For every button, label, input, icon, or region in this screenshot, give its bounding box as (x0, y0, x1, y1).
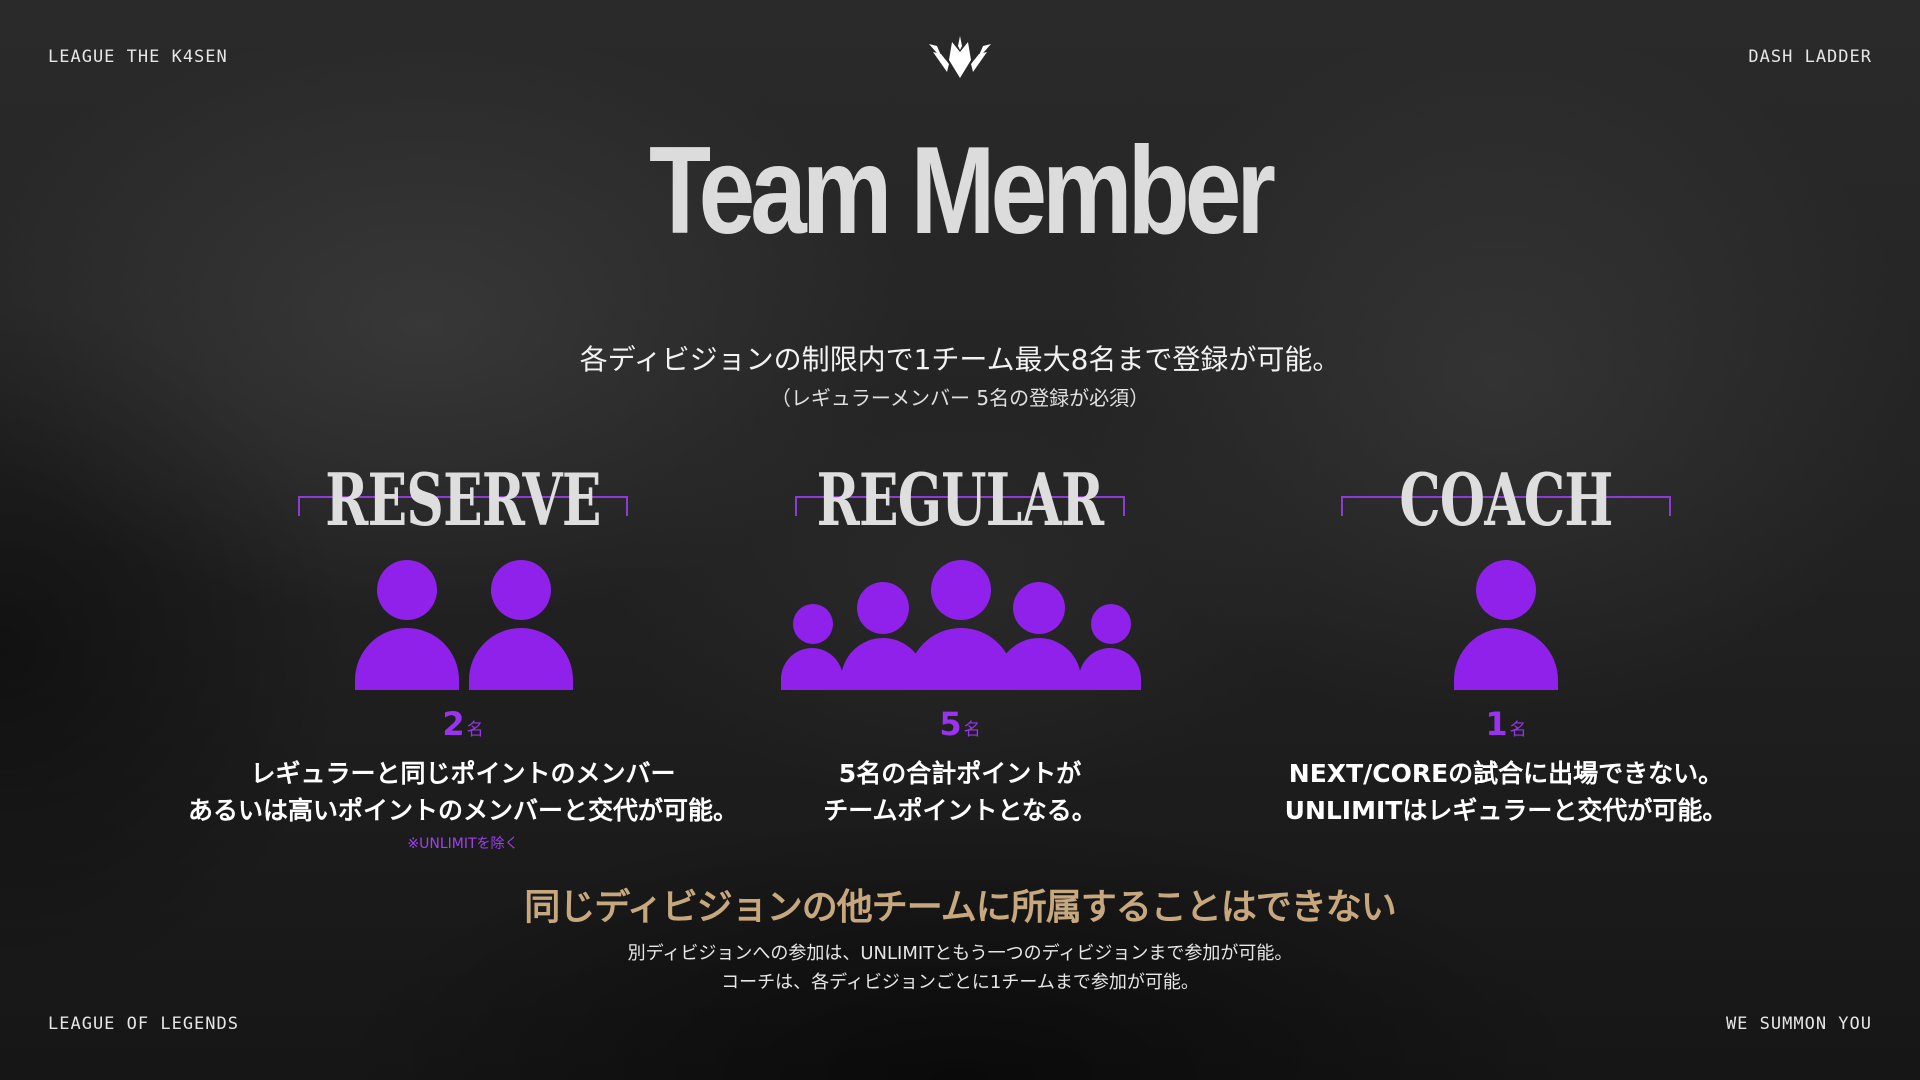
coach-header: COACH (1226, 455, 1786, 542)
rule-detail-1: 別ディビジョンへの参加は、UNLIMITともう一つのディビジョンまで参加が可能。 (627, 943, 1293, 964)
reserve-note: ※UNLIMITを除く (407, 836, 519, 852)
regular-label: REGULAR (816, 457, 1105, 542)
intro-text: 各ディビジョンの制限内で1チーム最大8名まで登録が可能。 (579, 343, 1341, 376)
brand-bottom-right: WE SUMMON YOU (1725, 1014, 1872, 1034)
page-title: Team Member (648, 122, 1276, 260)
brand-bottom-left: LEAGUE OF LEGENDS (48, 1014, 239, 1034)
coach-person-icon (1226, 560, 1786, 700)
reserve-description: レギュラーと同じポイントのメンバー あるいは高いポイントのメンバーと交代が可能。 (187, 759, 738, 825)
person-icon (781, 604, 843, 690)
brand-top-right: DASH LADDER (1748, 47, 1872, 67)
person-icon (1079, 604, 1141, 690)
coach-label: COACH (1399, 457, 1613, 542)
brand-top-left: LEAGUE THE K4SEN (48, 47, 228, 67)
rule-detail-2: コーチは、各ディビジョンごとに1チームまで参加が可能。 (721, 972, 1199, 993)
reserve-people-icon (183, 560, 743, 700)
crown-logo-icon (929, 36, 991, 78)
person-icon (841, 582, 925, 690)
reserve-header: RESERVE (183, 455, 743, 542)
coach-description: NEXT/COREの試合に出場できない。 UNLIMITはレギュラーと交代が可能… (1284, 759, 1728, 825)
person-icon (1454, 560, 1558, 690)
person-icon (997, 582, 1081, 690)
regular-header: REGULAR (680, 455, 1240, 542)
intro-subtext: （レギュラーメンバー 5名の登録が必須） (770, 386, 1150, 410)
rule-headline: 同じディビジョンの他チームに所属することはできない (524, 887, 1396, 928)
header-bracket (1341, 496, 1671, 516)
person-icon (469, 560, 573, 690)
reserve-label: RESERVE (325, 457, 601, 542)
person-icon (908, 560, 1014, 690)
regular-people-icon (680, 560, 1240, 700)
header-bracket (298, 496, 628, 516)
person-icon (355, 560, 459, 690)
regular-description: 5名の合計ポイントが チームポイントとなる。 (823, 759, 1097, 825)
header-bracket (795, 496, 1125, 516)
